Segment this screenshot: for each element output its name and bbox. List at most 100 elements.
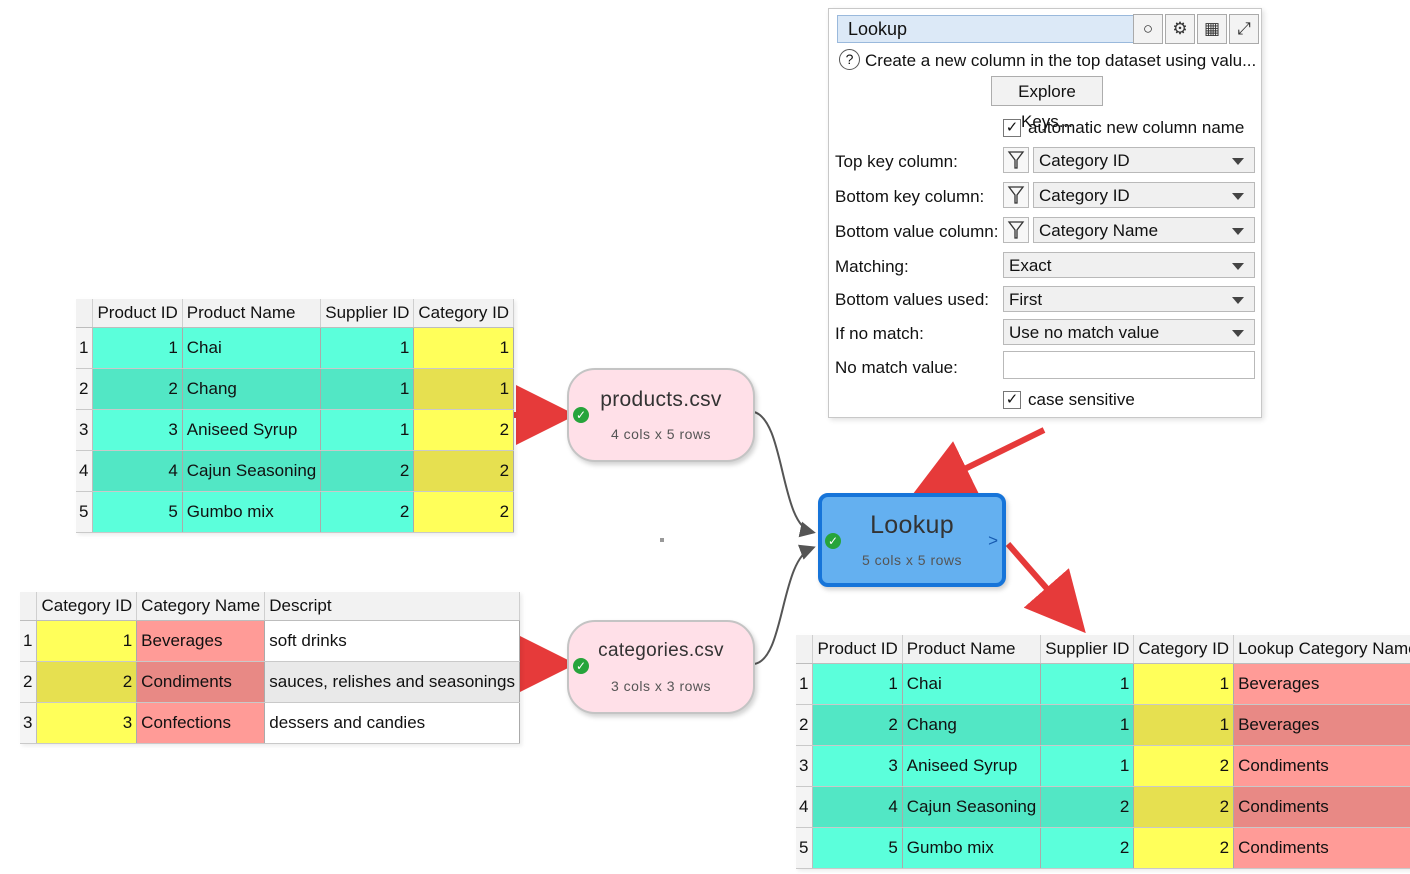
table-cell: 1	[1133, 704, 1235, 746]
row-number: 1	[20, 620, 38, 662]
success-check-icon: ✓	[573, 407, 589, 423]
table-cell: Condiments	[1233, 745, 1410, 787]
table-cell: dessers and candies	[264, 702, 520, 744]
table-cell: Gumbo mix	[902, 827, 1042, 869]
table-row: 3 3 Aniseed Syrup 1 2	[76, 409, 515, 451]
table-cell: 3	[812, 745, 903, 787]
table-row: 1 1 Chai 1 1 Beverages	[796, 663, 1410, 705]
result-table: Product ID Product Name Supplier ID Cate…	[796, 635, 1410, 869]
products-node[interactable]: ✓ products.csv 4 cols x 5 rows	[567, 368, 755, 462]
table-cell: soft drinks	[264, 620, 520, 662]
table-cell: 4	[92, 450, 183, 492]
table-cell: Confections	[136, 702, 266, 744]
table-row: 1 1 Chai 1 1	[76, 327, 515, 369]
no-match-value-input[interactable]	[1003, 351, 1255, 379]
column-header[interactable]: Category ID	[36, 592, 138, 621]
table-cell: 2	[36, 661, 138, 703]
node-title: products.csv	[600, 388, 722, 411]
table-cell: 1	[413, 327, 515, 369]
lookup-node[interactable]: ✓ Lookup 5 cols x 5 rows >	[818, 493, 1006, 587]
table-cell: 3	[92, 409, 183, 451]
table-cell: 2	[320, 450, 415, 492]
filter-icon[interactable]	[1003, 147, 1029, 173]
top-key-value: Category ID	[1039, 151, 1130, 170]
arrow-lookup-to-result	[1005, 542, 1086, 634]
values-used-select[interactable]: First	[1003, 286, 1255, 312]
products-table-header: Product ID Product Name Supplier ID Cate…	[76, 299, 515, 328]
table-cell: Condiments	[1233, 786, 1410, 828]
table-cell: Chai	[902, 663, 1042, 705]
help-icon[interactable]: ?	[839, 49, 860, 70]
table-cell: 2	[320, 491, 415, 533]
table-cell: 1	[320, 368, 415, 410]
no-match-label: If no match:	[835, 324, 924, 343]
table-row: 2 2 Chang 1 1	[76, 368, 515, 410]
node-info-icon[interactable]: ○	[1133, 14, 1163, 44]
arrow-panel-to-lookup	[912, 427, 1046, 496]
panel-description: Create a new column in the top dataset u…	[865, 51, 1257, 70]
bottom-key-select[interactable]: Category ID	[1033, 182, 1255, 208]
node-subtitle: 5 cols x 5 rows	[861, 552, 963, 568]
success-check-icon: ✓	[573, 658, 589, 674]
table-cell: Beverages	[136, 620, 266, 662]
column-header[interactable]: Category ID	[413, 299, 515, 328]
table-cell: 2	[1040, 786, 1135, 828]
table-cell: 1	[92, 327, 183, 369]
column-header[interactable]: Category Name	[136, 592, 266, 621]
table-cell: 1	[1040, 704, 1135, 746]
table-cell: Aniseed Syrup	[902, 745, 1042, 787]
column-header[interactable]: Supplier ID	[1040, 635, 1135, 664]
column-header[interactable]: Category ID	[1133, 635, 1235, 664]
column-header[interactable]: Product Name	[182, 299, 322, 328]
chevron-down-icon	[1232, 297, 1244, 304]
column-header[interactable]: Supplier ID	[320, 299, 415, 328]
column-header[interactable]: Product ID	[92, 299, 183, 328]
filter-icon[interactable]	[1003, 217, 1029, 243]
bottom-value-label: Bottom value column:	[835, 222, 999, 241]
output-port-icon[interactable]: >	[988, 531, 998, 550]
maximize-icon[interactable]: ⤢	[1229, 14, 1259, 44]
table-cell: Cajun Seasoning	[182, 450, 322, 492]
table-cell: 1	[1040, 663, 1135, 705]
table-cell: 2	[413, 491, 515, 533]
column-header[interactable]: Product Name	[902, 635, 1042, 664]
table-cell: Condiments	[136, 661, 266, 703]
table-cell: 1	[1133, 663, 1235, 705]
column-header[interactable]: Descript	[264, 592, 520, 621]
table-cell: Beverages	[1233, 663, 1410, 705]
row-number: 4	[76, 450, 94, 492]
top-key-select[interactable]: Category ID	[1033, 147, 1255, 173]
table-cell: Aniseed Syrup	[182, 409, 322, 451]
table-cell: 2	[1133, 827, 1235, 869]
column-header[interactable]: Lookup Category Name	[1233, 635, 1410, 664]
row-number: 5	[76, 491, 94, 533]
row-number: 3	[20, 702, 38, 744]
table-cell: 1	[812, 663, 903, 705]
explore-keys-button[interactable]: Explore Keys...	[991, 76, 1103, 131]
table-cell: 2	[812, 704, 903, 746]
bottom-key-value: Category ID	[1039, 186, 1130, 205]
table-row: 3 3 Aniseed Syrup 1 2 Condiments	[796, 745, 1410, 787]
gear-icon[interactable]: ⚙	[1165, 14, 1195, 44]
table-row: 2 2 Chang 1 1 Beverages	[796, 704, 1410, 746]
categories-node[interactable]: ✓ categories.csv 3 cols x 3 rows	[567, 620, 755, 714]
table-cell: 1	[36, 620, 138, 662]
connector-categories-to-lookup	[753, 544, 816, 665]
bottom-value-value: Category Name	[1039, 221, 1159, 240]
auto-name-checkbox[interactable]: ✓	[1003, 119, 1021, 137]
filter-icon[interactable]	[1003, 182, 1029, 208]
categories-table-header: Category ID Category Name Descript	[20, 592, 520, 621]
column-header[interactable]: Product ID	[812, 635, 903, 664]
no-match-select[interactable]: Use no match value	[1003, 319, 1255, 345]
table-cell: 2	[413, 409, 515, 451]
table-cell: 2	[1133, 745, 1235, 787]
table-row: 1 1 Beverages soft drinks	[20, 620, 520, 662]
bottom-value-select[interactable]: Category Name	[1033, 217, 1255, 243]
no-match-value: Use no match value	[1009, 323, 1160, 342]
case-sensitive-checkbox[interactable]: ✓	[1003, 391, 1021, 409]
table-cell: Chang	[182, 368, 322, 410]
matching-select[interactable]: Exact	[1003, 252, 1255, 278]
table-icon[interactable]: ▦	[1197, 14, 1227, 44]
success-check-icon: ✓	[825, 533, 841, 549]
